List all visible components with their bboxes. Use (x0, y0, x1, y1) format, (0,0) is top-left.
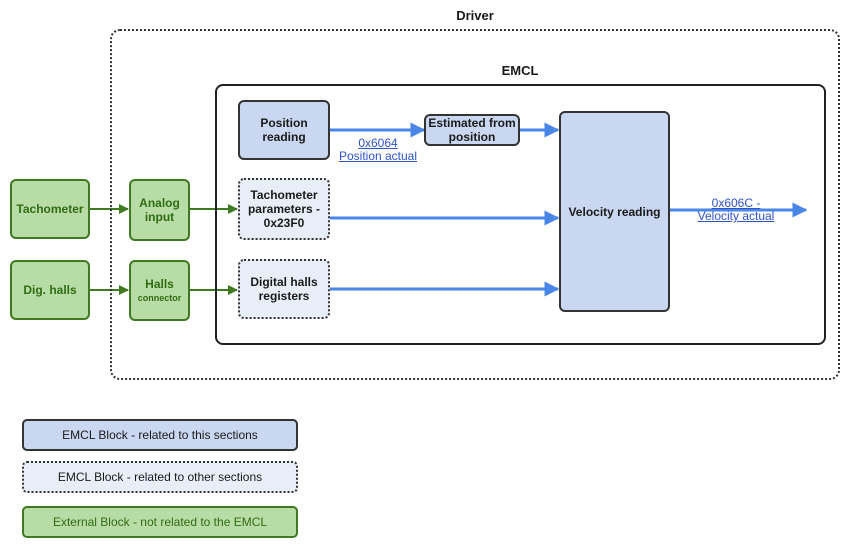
legend-emcl-dotted-label: EMCL Block - related to other sections (57, 470, 263, 484)
position-actual-code: 0x6064 (358, 136, 398, 150)
tachometer-label: Tachometer (16, 202, 84, 216)
tachometer-parameters-label: Tachometer parameters - 0x23F0 (247, 188, 321, 230)
velocity-actual-link[interactable]: 0x606C - Velocity actual (690, 197, 782, 223)
tachometer-parameters-block[interactable]: Tachometer parameters - 0x23F0 (238, 178, 330, 240)
estimated-from-position-block[interactable]: Estimated from position (424, 114, 520, 146)
velocity-actual-text: Velocity actual (697, 209, 775, 223)
dig-halls-label: Dig. halls (23, 283, 77, 297)
emcl-frame-label: EMCL (501, 63, 539, 78)
digital-halls-registers-label: Digital halls registers (250, 275, 318, 303)
legend-external: External Block - not related to the EMCL (22, 506, 298, 538)
emcl-frame (215, 84, 826, 345)
velocity-actual-code: 0x606C - (711, 196, 761, 210)
velocity-reading-block[interactable]: Velocity reading (559, 111, 670, 312)
position-actual-text: Position actual (338, 149, 418, 163)
legend-emcl-solid-label: EMCL Block - related to this sections (62, 428, 258, 442)
position-reading-block[interactable]: Position reading (238, 100, 330, 160)
halls-label: Halls (145, 276, 174, 291)
legend-emcl-solid: EMCL Block - related to this sections (22, 419, 298, 451)
estimated-from-position-label: Estimated from position (428, 116, 516, 144)
digital-halls-registers-block[interactable]: Digital halls registers (238, 259, 330, 319)
legend-emcl-dotted: EMCL Block - related to other sections (22, 461, 298, 493)
velocity-reading-label: Velocity reading (568, 204, 661, 219)
driver-frame (110, 29, 840, 380)
position-reading-label: Position reading (260, 116, 308, 144)
position-actual-link[interactable]: 0x6064 Position actual (328, 137, 428, 163)
tachometer-block[interactable]: Tachometer (10, 179, 90, 239)
halls-connector-block[interactable]: Halls connector (129, 260, 190, 321)
dig-halls-block[interactable]: Dig. halls (10, 260, 90, 320)
legend-external-label: External Block - not related to the EMCL (52, 515, 268, 529)
driver-frame-label: Driver (456, 8, 494, 23)
connector-label: connector (137, 292, 182, 303)
analog-input-label: Analog input (139, 196, 180, 224)
analog-input-block[interactable]: Analog input (129, 179, 190, 241)
